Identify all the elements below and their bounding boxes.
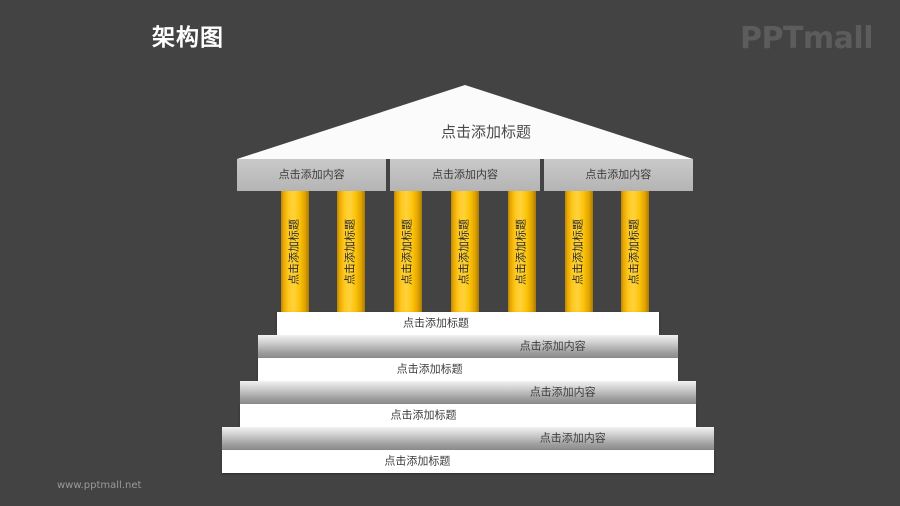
entablature-segment-2[interactable]: 点击添加内容 xyxy=(390,159,540,191)
pillar-4[interactable]: 点击添加标题 xyxy=(451,191,479,312)
pillar-6[interactable]: 点击添加标题 xyxy=(565,191,593,312)
pediment-roof[interactable]: 点击添加标题 xyxy=(237,85,693,159)
page-title: 架构图 xyxy=(152,24,224,50)
pillar-label-3: 点击添加标题 xyxy=(401,218,414,285)
step-label-7: 点击添加标题 xyxy=(384,455,451,467)
step-5[interactable]: 点击添加标题 xyxy=(240,404,696,427)
pediment-triangle-shape xyxy=(237,85,693,159)
pillar-2[interactable]: 点击添加标题 xyxy=(337,191,365,312)
step-label-5: 点击添加标题 xyxy=(390,409,457,421)
pillar-label-6: 点击添加标题 xyxy=(572,218,585,285)
step-3[interactable]: 点击添加标题 xyxy=(258,358,678,381)
colonnade: 点击添加标题 点击添加标题 点击添加标题 点击添加标题 点击添加标题 点击添加标… xyxy=(281,191,649,312)
step-2[interactable]: 点击添加内容 xyxy=(258,335,678,358)
step-6[interactable]: 点击添加内容 xyxy=(222,427,714,450)
entablature-band: 点击添加内容 点击添加内容 点击添加内容 xyxy=(237,159,693,191)
pillar-7[interactable]: 点击添加标题 xyxy=(621,191,649,312)
footer-url[interactable]: www.pptmall.net xyxy=(57,480,142,491)
pillar-3[interactable]: 点击添加标题 xyxy=(394,191,422,312)
pillar-1[interactable]: 点击添加标题 xyxy=(281,191,309,312)
entablature-segment-1[interactable]: 点击添加内容 xyxy=(237,159,387,191)
pillar-label-5: 点击添加标题 xyxy=(515,218,528,285)
brand-logo: PPTmall xyxy=(739,21,874,56)
pediment-title[interactable]: 点击添加标题 xyxy=(440,124,531,141)
step-7[interactable]: 点击添加标题 xyxy=(222,450,714,473)
pillar-label-7: 点击添加标题 xyxy=(628,218,641,285)
step-label-3: 点击添加标题 xyxy=(396,363,463,375)
pillar-label-2: 点击添加标题 xyxy=(344,218,357,285)
pillar-label-4: 点击添加标题 xyxy=(458,218,471,285)
pillar-5[interactable]: 点击添加标题 xyxy=(508,191,536,312)
entablature-segment-3[interactable]: 点击添加内容 xyxy=(543,159,693,191)
step-label-1: 点击添加标题 xyxy=(403,317,470,329)
step-4[interactable]: 点击添加内容 xyxy=(240,381,696,404)
step-label-4: 点击添加内容 xyxy=(529,386,596,398)
pillar-label-1: 点击添加标题 xyxy=(288,218,301,285)
step-label-6: 点击添加内容 xyxy=(539,432,606,444)
step-1[interactable]: 点击添加标题 xyxy=(277,312,659,335)
staircase: 点击添加标题 点击添加内容 点击添加标题 点击添加内容 点击添加标题 点击添加内… xyxy=(0,312,900,473)
step-label-2: 点击添加内容 xyxy=(519,340,586,352)
